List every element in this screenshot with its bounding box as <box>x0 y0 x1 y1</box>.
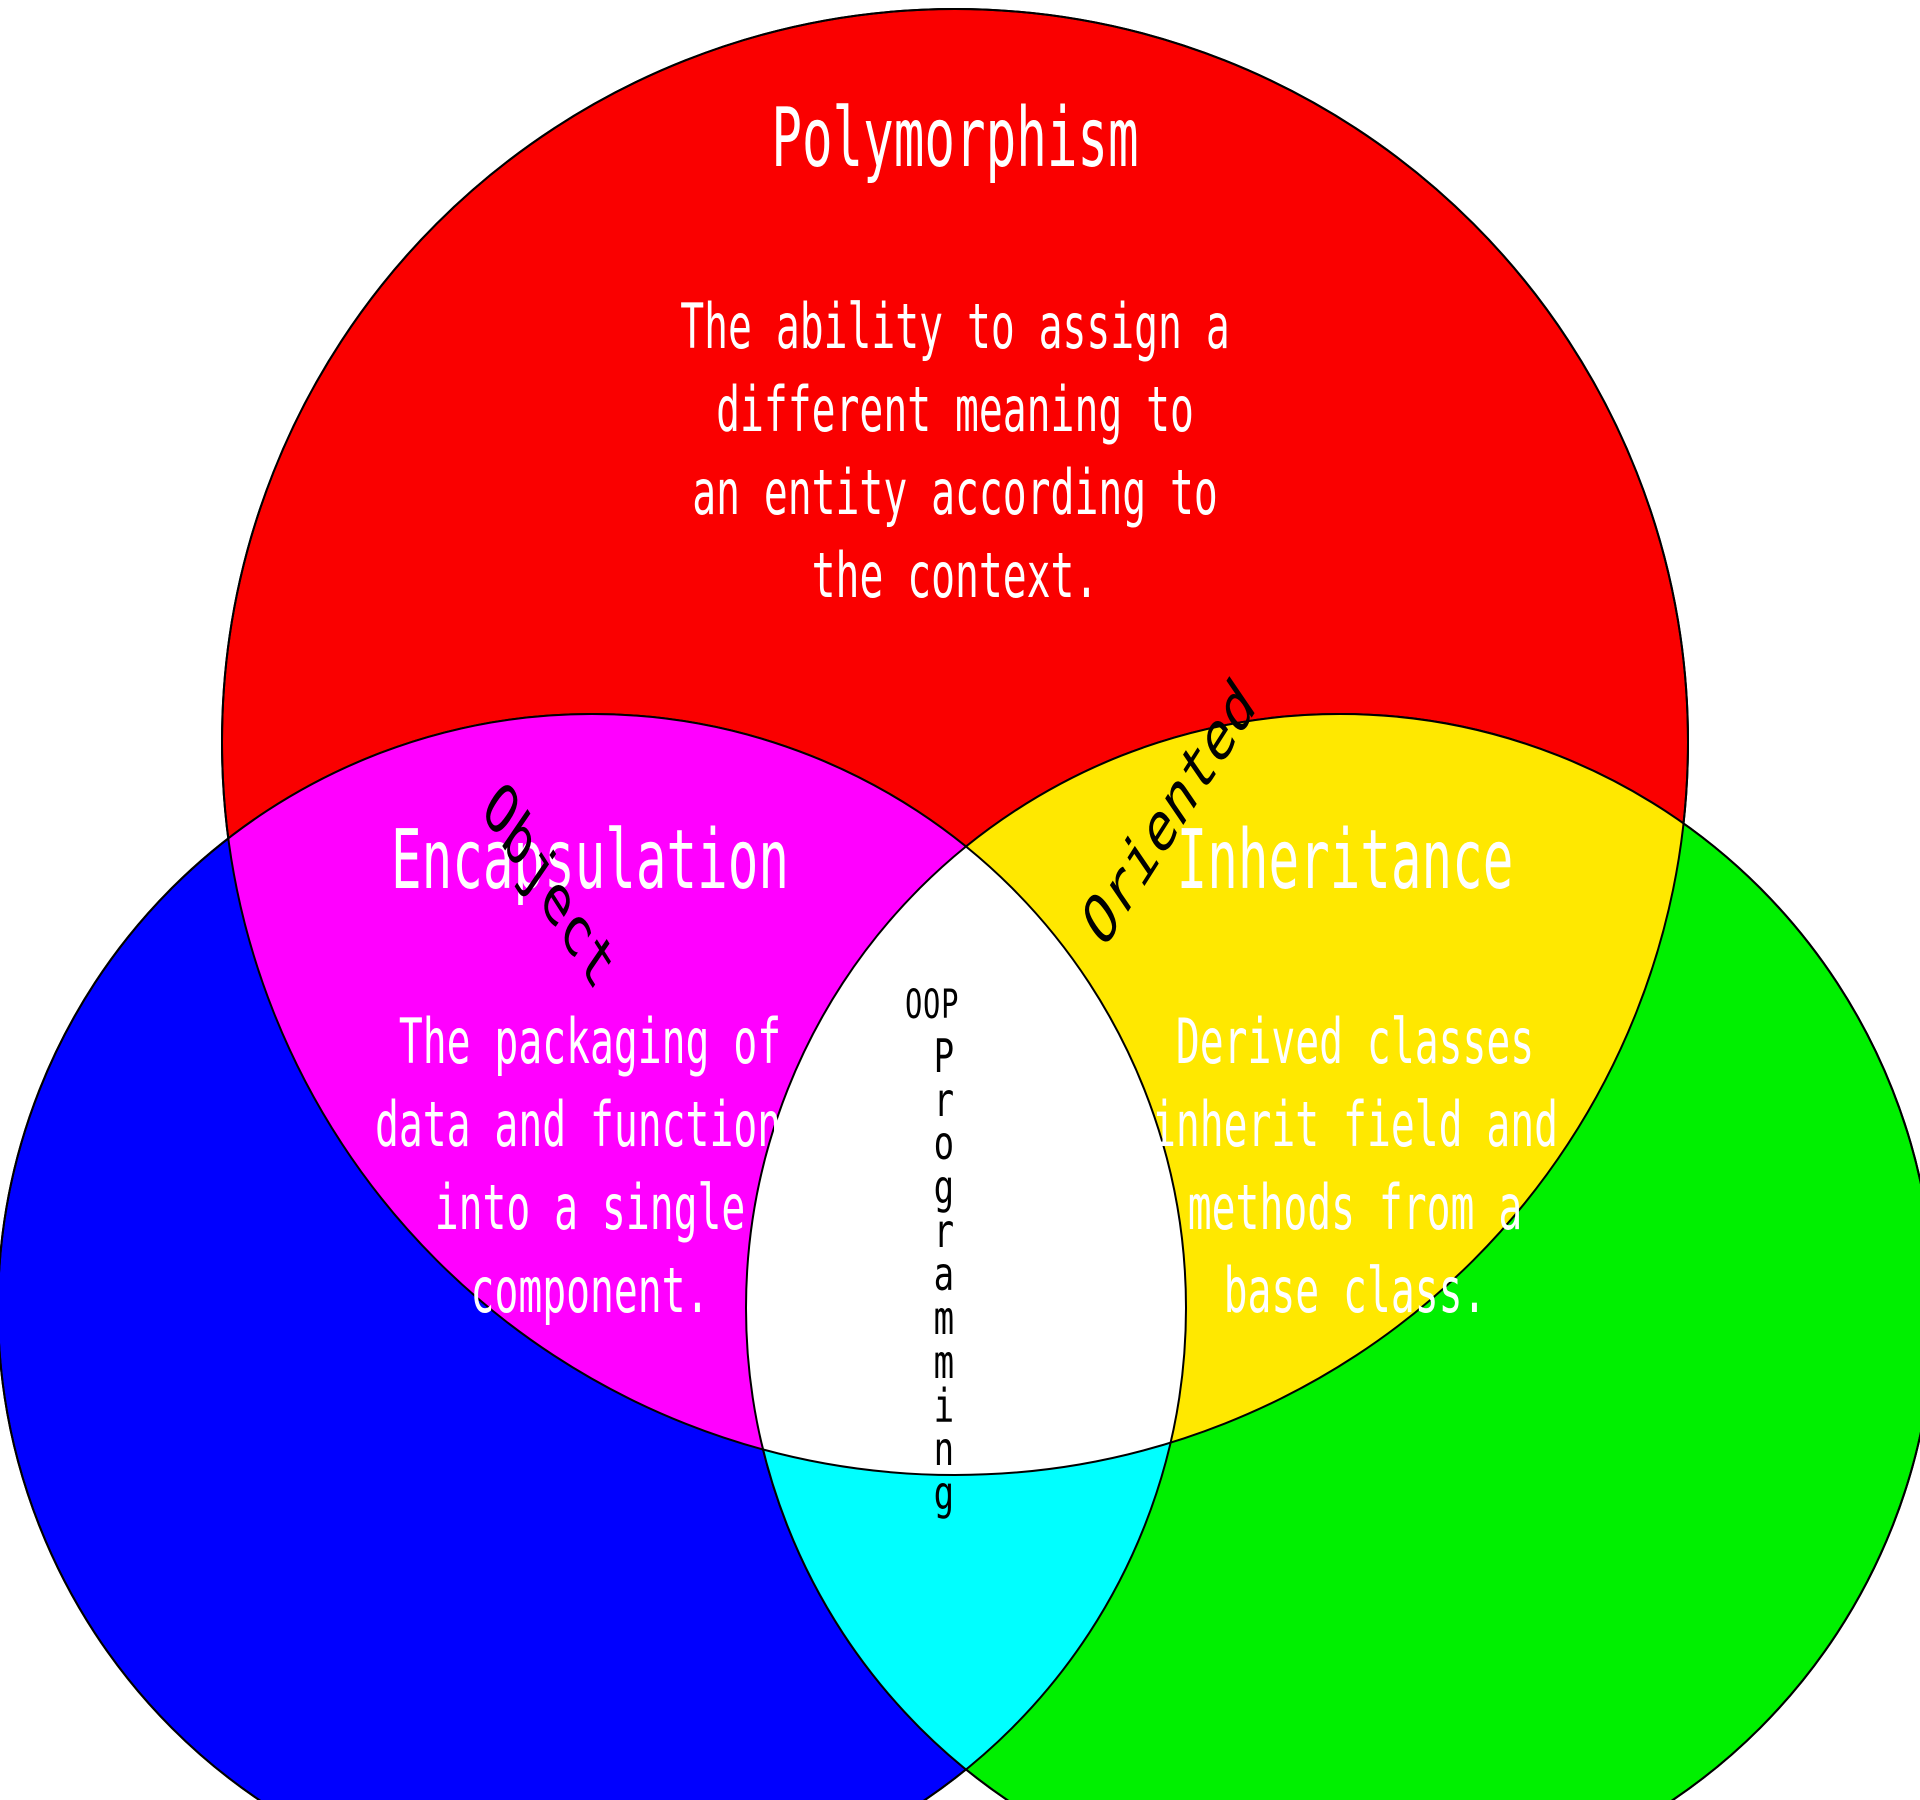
overlap-label-oop: OOP <box>905 982 960 1028</box>
polymorphism-description: The ability to assign a different meanin… <box>680 290 1230 613</box>
programming-letter: i <box>933 1378 955 1433</box>
programming-letter: n <box>933 1422 955 1477</box>
programming-letter: g <box>933 1160 955 1215</box>
inheritance-title: Inheritance <box>1176 813 1514 908</box>
programming-letter: m <box>933 1334 955 1389</box>
outline-polymorphism <box>221 8 1689 1476</box>
outline-inheritance <box>745 713 1920 1800</box>
polymorphism-title: Polymorphism <box>771 91 1139 186</box>
programming-letter: m <box>933 1291 955 1346</box>
outline-encapsulation <box>0 713 1187 1800</box>
programming-letter: r <box>933 1072 955 1127</box>
programming-letter: o <box>933 1116 955 1171</box>
overlap-center-oop[interactable] <box>746 714 1920 1800</box>
encapsulation-description: The packaging of data and functions into… <box>374 1005 805 1328</box>
programming-letter: g <box>933 1465 955 1520</box>
encapsulation-title: Encapsulation <box>391 813 789 908</box>
programming-letter: r <box>933 1203 955 1258</box>
center-group-1 <box>746 714 1920 1800</box>
center-group-2 <box>746 714 1920 1800</box>
inheritance-description: Derived classes inherit field and method… <box>1151 1005 1559 1328</box>
programming-letter: P <box>933 1029 955 1083</box>
programming-letter: a <box>933 1247 955 1302</box>
